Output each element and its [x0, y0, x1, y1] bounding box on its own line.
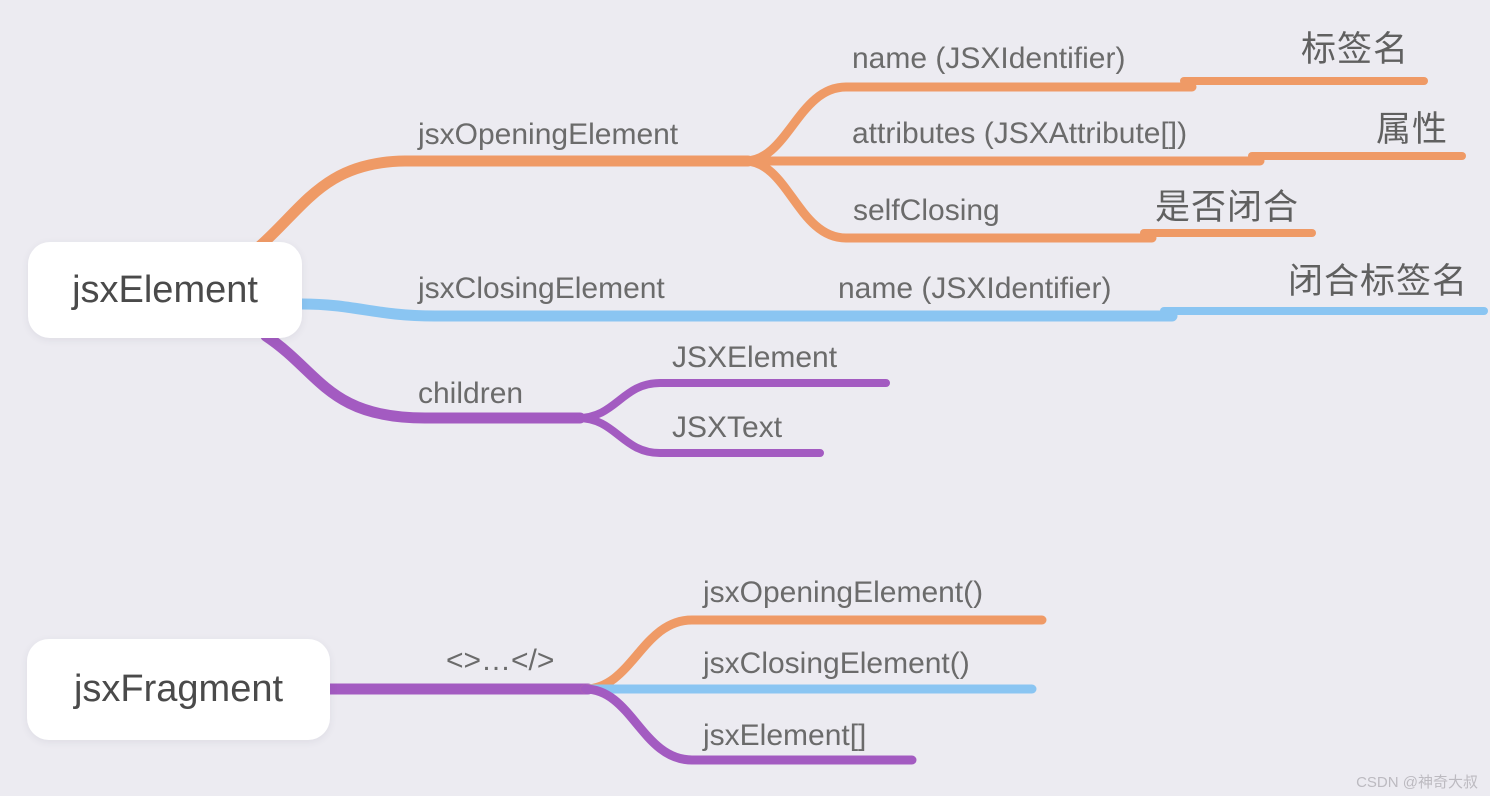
annotation-self-closing[interactable]: 是否闭合	[1155, 188, 1300, 227]
label-self-closing[interactable]: selfClosing	[853, 194, 1000, 227]
label-fragment-opening-element[interactable]: jsxOpeningElement()	[703, 576, 984, 609]
label-fragment-element-array[interactable]: jsxElement[]	[703, 719, 867, 752]
label-fragment-closing-element[interactable]: jsxClosingElement()	[703, 647, 970, 680]
root-node-jsx-fragment[interactable]: jsxFragment	[27, 639, 330, 740]
branch-line-children	[260, 330, 586, 424]
root-node-jsx-element[interactable]: jsxElement	[28, 242, 302, 338]
branch-line-jsx-text-child	[574, 414, 824, 457]
label-children[interactable]: children	[418, 377, 524, 410]
label-jsx-text-child[interactable]: JSXText	[672, 411, 783, 444]
label-fragment-syntax[interactable]: <>…</>	[446, 644, 555, 677]
branch-line-fragment-elements	[580, 684, 917, 765]
label-jsx-closing-element[interactable]: jsxClosingElement	[418, 272, 665, 305]
branch-line-self-closing	[740, 156, 1157, 243]
annotation-closing-tag-name[interactable]: 闭合标签名	[1288, 262, 1469, 301]
branch-line-jsx-opening-element	[254, 155, 754, 252]
label-attributes[interactable]: attributes (JSXAttribute[])	[852, 117, 1188, 150]
annotation-attributes[interactable]: 属性	[1376, 110, 1449, 149]
label-closing-name-identifier[interactable]: name (JSXIdentifier)	[838, 272, 1112, 305]
annotation-tag-name[interactable]: 标签名	[1301, 30, 1410, 69]
csdn-watermark: CSDN @神奇大叔	[1356, 774, 1478, 791]
label-jsx-element-child[interactable]: JSXElement	[672, 341, 838, 374]
branch-line-jsx-closing-element	[296, 298, 1178, 322]
label-jsx-opening-element[interactable]: jsxOpeningElement	[418, 118, 679, 151]
label-name-identifier[interactable]: name (JSXIdentifier)	[852, 42, 1126, 75]
